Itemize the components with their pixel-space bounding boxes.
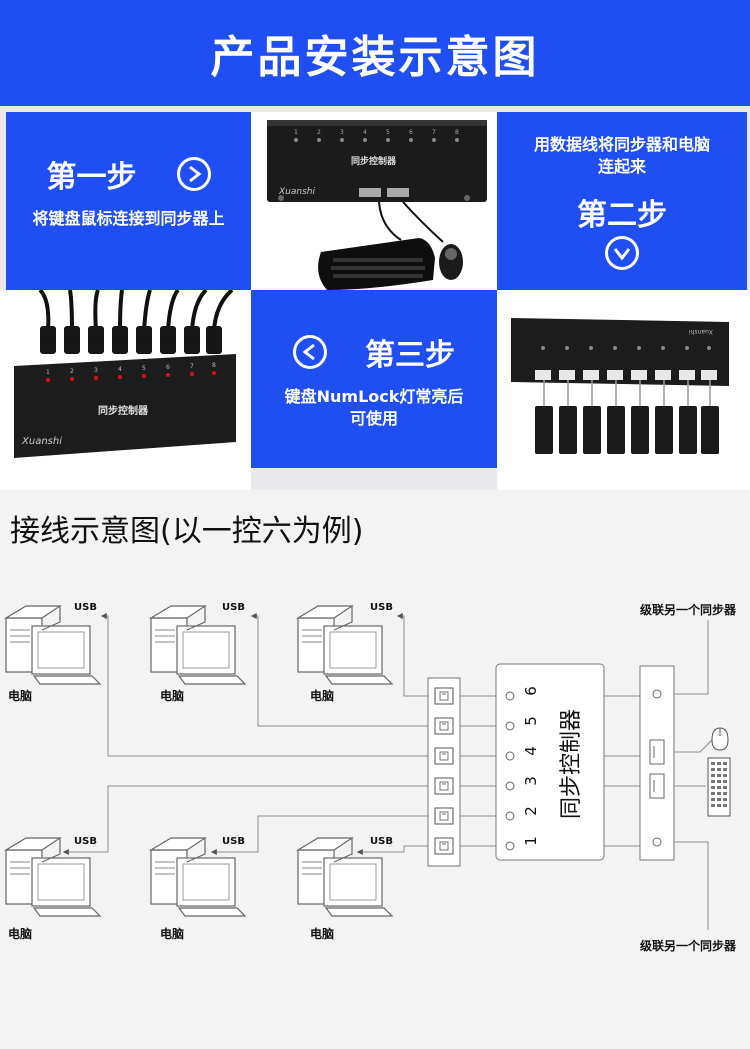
svg-text:8: 8 (212, 362, 216, 369)
page-title: 产品安装示意图 (210, 32, 540, 83)
port-number: 1 (522, 836, 540, 846)
pc-icon (5, 837, 101, 917)
device-label-text: 同步控制器 (351, 155, 397, 167)
port-number: 2 (522, 806, 540, 816)
cascade-port (652, 837, 662, 847)
svg-text:5: 5 (386, 129, 390, 136)
pc-icon (297, 837, 393, 917)
usb-label: USB (222, 836, 245, 847)
pc-label: 电脑 (8, 688, 32, 703)
pc-label: 电脑 (160, 688, 184, 703)
usb-label: USB (222, 602, 245, 613)
controller-port-numbers: 6 5 4 3 2 1 (522, 686, 540, 846)
pc-icon (5, 605, 101, 685)
usb-port (434, 687, 454, 705)
usb-port (434, 807, 454, 825)
svg-text:4: 4 (363, 129, 367, 136)
wiring-diagram-title: 接线示意图(以一控六为例) (10, 514, 364, 549)
cascade-port (652, 689, 662, 699)
wiring-diagram: 电脑 电脑 电脑 电脑 电脑 电脑 USB USB USB USB USB US… (5, 602, 737, 953)
pc-icon (150, 837, 246, 917)
device-label-text-2: 同步控制器 (98, 404, 149, 417)
step3-title: 第三步 (365, 338, 455, 373)
usb-label: USB (74, 836, 97, 847)
keyboard-icon (707, 757, 731, 817)
step2-description-line1: 用数据线将同步器和电脑 (533, 135, 710, 154)
step1-panel: 第一步 将键盘鼠标连接到同步器上 (6, 112, 251, 290)
svg-text:1: 1 (294, 129, 298, 136)
pc-port-panel (427, 677, 461, 867)
svg-text:4: 4 (118, 366, 122, 373)
photo-controller-rear: Xuanshi (497, 290, 750, 490)
pc-label: 电脑 (8, 926, 32, 941)
step1-description: 将键盘鼠标连接到同步器上 (32, 209, 225, 228)
usb-label: USB (74, 602, 97, 613)
cascade-label-top: 级联另一个同步器 (640, 602, 737, 617)
wiring-diagram-section: 接线示意图(以一控六为例) (0, 490, 750, 1049)
svg-text:7: 7 (432, 129, 436, 136)
svg-text:Xuanshi: Xuanshi (689, 328, 713, 335)
port-number: 4 (522, 746, 540, 756)
pc-icon (150, 605, 246, 685)
device-brand-text-2: Xuanshi (21, 436, 62, 447)
usb-label: USB (370, 602, 393, 613)
step2-title: 第二步 (577, 198, 667, 233)
svg-text:2: 2 (70, 368, 74, 375)
install-steps-grid: 第一步 将键盘鼠标连接到同步器上 1 2 3 4 5 6 7 8 同步控制器 Xuanshi (0, 106, 750, 490)
port-number: 6 (522, 686, 540, 696)
step3-panel: 第三步 键盘NumLock灯常亮后 可使用 (251, 290, 497, 468)
controller-label: 同步控制器 (559, 709, 584, 819)
svg-text:6: 6 (166, 364, 170, 371)
device-brand-text: Xuanshi (278, 187, 315, 197)
step2-description-line2: 连起来 (597, 157, 646, 176)
usb-port (434, 837, 454, 855)
step3-description-line1: 键盘NumLock灯常亮后 (284, 387, 464, 406)
header-banner: 产品安装示意图 (0, 0, 750, 106)
svg-text:6: 6 (409, 129, 413, 136)
cascade-label-bottom: 级联另一个同步器 (640, 938, 737, 953)
arrow-down-icon (605, 236, 639, 270)
arrow-right-icon (176, 157, 211, 191)
sync-controller-box (495, 663, 605, 861)
mouse-icon (711, 727, 729, 751)
step3-description-line2: 可使用 (349, 409, 398, 428)
pc-label: 电脑 (310, 688, 334, 703)
svg-text:3: 3 (340, 129, 344, 136)
usb-port (434, 747, 454, 765)
usb-port (649, 773, 665, 799)
svg-text:5: 5 (142, 365, 146, 372)
port-number: 5 (522, 716, 540, 726)
svg-text:3: 3 (94, 367, 98, 374)
pc-icon (297, 605, 393, 685)
usb-label: USB (370, 836, 393, 847)
step2-panel: 用数据线将同步器和电脑 连起来 第二步 (497, 112, 747, 290)
svg-text:7: 7 (190, 363, 194, 370)
svg-text:1: 1 (46, 369, 50, 376)
pc-label: 电脑 (310, 926, 334, 941)
step1-title: 第一步 (46, 160, 137, 195)
photo-controller-keyboard: 1 2 3 4 5 6 7 8 同步控制器 Xuanshi (251, 112, 497, 290)
usb-port (434, 777, 454, 795)
photo-controller-cables: 1 2 3 4 5 6 7 8 同步控制器 Xuanshi (0, 290, 251, 490)
port-number: 3 (522, 776, 540, 786)
arrow-left-icon (293, 335, 327, 369)
svg-text:8: 8 (455, 129, 459, 136)
pc-label: 电脑 (160, 926, 184, 941)
usb-port (649, 739, 665, 765)
usb-port (434, 717, 454, 735)
svg-text:2: 2 (317, 129, 321, 136)
